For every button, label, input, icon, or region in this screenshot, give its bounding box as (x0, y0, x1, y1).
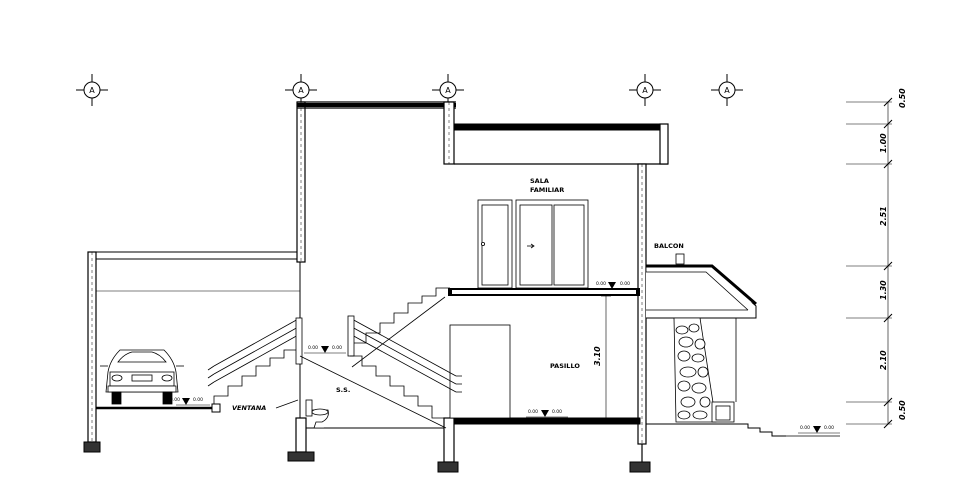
dimension-chain (846, 97, 893, 429)
level-label: 0.00 (332, 345, 342, 351)
sala-label-line2: FAMILIAR (530, 186, 564, 194)
level-label: 0.00 (596, 281, 606, 287)
level-label: 0.00 (170, 397, 180, 403)
dimension-label: 2.10 (879, 350, 888, 370)
level-label: 0.00 (800, 425, 810, 431)
level-labels: 0.00 0.00 0.00 0.00 0.00 0.00 0.00 0.00 … (170, 281, 834, 431)
axis-marker-1 (76, 74, 108, 106)
garage (83, 251, 300, 453)
sala-label-line1: SALA (530, 177, 549, 185)
toilet-icon (305, 399, 329, 429)
height-310-label: 3.10 (593, 346, 602, 366)
stone-column (673, 317, 737, 423)
level-label: 0.00 (193, 397, 203, 403)
level-label: 0.00 (620, 281, 630, 287)
level-label: 0.00 (308, 345, 318, 351)
room-labels: SALA FAMILIAR BALCON PASILLO S.S. VENTAN… (232, 177, 684, 412)
axis-marker-4 (629, 74, 661, 106)
level-label: 0.00 (528, 409, 538, 415)
ground-floor-slab (287, 417, 840, 473)
level-triangles (182, 282, 821, 433)
grid-axis-markers (76, 74, 743, 106)
ss-label: S.S. (336, 386, 350, 394)
axis-marker-letters: A A A A A (89, 86, 730, 95)
level-lines (176, 288, 840, 434)
upper-roof (453, 123, 669, 165)
balcony-canopy (645, 253, 757, 319)
dimension-label: 0.50 (898, 88, 907, 108)
balcon-label: BALCON (654, 242, 684, 250)
upper-stair (351, 287, 450, 368)
dimension-label: 1.30 (879, 280, 888, 300)
second-floor-slab (448, 288, 640, 296)
axis-marker-2 (285, 74, 317, 106)
dimension-label: 0.50 (898, 400, 907, 420)
axis-letter: A (445, 86, 451, 95)
dimension-labels: 0.50 1.00 2.51 1.30 2.10 0.50 (879, 88, 907, 420)
lower-stair (299, 315, 462, 429)
level-label: 0.00 (824, 425, 834, 431)
axis-marker-5 (711, 74, 743, 106)
height-dimension (601, 295, 611, 419)
ventana-label: VENTANA (232, 404, 266, 412)
hallway-door (449, 324, 511, 419)
garage-stair (207, 317, 303, 413)
axis-marker-3 (432, 74, 464, 106)
level-label: 0.00 (552, 409, 562, 415)
axis-letter: A (642, 86, 648, 95)
ventana-leader (275, 399, 299, 409)
axis-letter: A (89, 86, 95, 95)
axis-letter: A (298, 86, 304, 95)
car-icon (100, 349, 184, 405)
pasillo-label: PASILLO (550, 362, 580, 370)
family-room-doors (477, 199, 589, 289)
dimension-label: 1.00 (879, 133, 888, 153)
axis-letter: A (724, 86, 730, 95)
dimension-label: 2.51 (879, 206, 888, 226)
central-tower (296, 101, 456, 440)
